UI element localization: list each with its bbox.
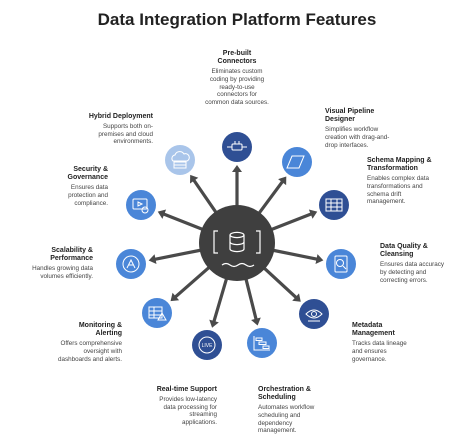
feature-node	[282, 147, 312, 177]
feature-node	[116, 249, 146, 279]
gantt-icon	[253, 336, 270, 351]
feature-node-group: LIVE	[116, 132, 356, 360]
connector-icon	[227, 141, 247, 151]
feature-description: Ensures data accuracy by detecting and c…	[380, 261, 445, 284]
connector-arrow	[157, 209, 206, 232]
connector-arrow	[209, 275, 229, 328]
feature-heading: Schema Mapping & Transformation	[367, 157, 432, 173]
feature-node	[126, 190, 156, 220]
connector-arrow	[261, 265, 301, 302]
feature-heading: Data Quality & Cleansing	[380, 243, 428, 259]
cloud-icon	[171, 151, 190, 169]
connector-arrow	[148, 248, 204, 265]
feature-heading: Security & Governance	[67, 166, 108, 182]
feature-node	[222, 132, 252, 162]
feature-node	[142, 298, 172, 328]
arrow-group	[148, 165, 324, 328]
connector-arrow	[256, 176, 287, 216]
feature-node	[326, 249, 356, 279]
feature-heading: Hybrid Deployment	[88, 113, 153, 120]
feature-description: Offers comprehensive oversight with dash…	[57, 340, 122, 363]
feature-node: LIVE	[192, 330, 222, 360]
alert-icon	[148, 306, 167, 321]
feature-description: Handles growing data volumes efficiently…	[32, 265, 93, 280]
diagram-title: Data Integration Platform Features	[97, 10, 377, 29]
feature-description: Supports both on- premises and cloud env…	[98, 123, 153, 146]
feature-description: Enables complex data transformations and…	[367, 175, 429, 206]
central-hub	[199, 205, 275, 281]
feature-description: Ensures data protection and compliance.	[68, 184, 108, 207]
eye-icon	[305, 309, 323, 322]
feature-description: Provides low-latency data processing for…	[159, 396, 217, 426]
table-icon	[325, 198, 343, 212]
connector-arrow	[270, 248, 324, 264]
scale-icon	[122, 255, 140, 273]
feature-description: Eliminates custom coding by providing re…	[205, 68, 269, 106]
connector-arrow	[232, 165, 242, 209]
feature-heading: Pre-built Connectors	[217, 50, 257, 66]
feature-description: Automates workflow scheduling and depend…	[258, 404, 315, 435]
feature-heading: Visual Pipeline Designer	[325, 108, 375, 124]
svg-text:LIVE: LIVE	[202, 343, 214, 349]
feature-heading: Real-time Support	[156, 386, 217, 393]
connector-arrow	[244, 276, 261, 326]
feature-heading: Scalability & Performance	[50, 247, 93, 263]
quality-icon	[334, 255, 348, 273]
feature-node	[299, 299, 329, 329]
connector-arrow	[170, 265, 212, 302]
feature-node	[319, 190, 349, 220]
feature-heading: Monitoring & Alerting	[78, 322, 122, 338]
live-icon: LIVE	[198, 336, 216, 354]
feature-node	[165, 145, 195, 175]
feature-description: Tracks data lineage and ensures governan…	[352, 340, 407, 363]
security-icon	[132, 198, 149, 214]
feature-node	[247, 328, 277, 358]
connector-arrow	[268, 209, 318, 232]
designer-icon	[286, 155, 305, 169]
database-icon	[213, 230, 261, 268]
feature-heading: Orchestration & Scheduling	[258, 386, 311, 402]
connector-arrow	[190, 174, 219, 215]
feature-heading: Metadata Management	[352, 322, 395, 338]
feature-description: Simplifies workflow creation with drag-a…	[325, 126, 390, 149]
